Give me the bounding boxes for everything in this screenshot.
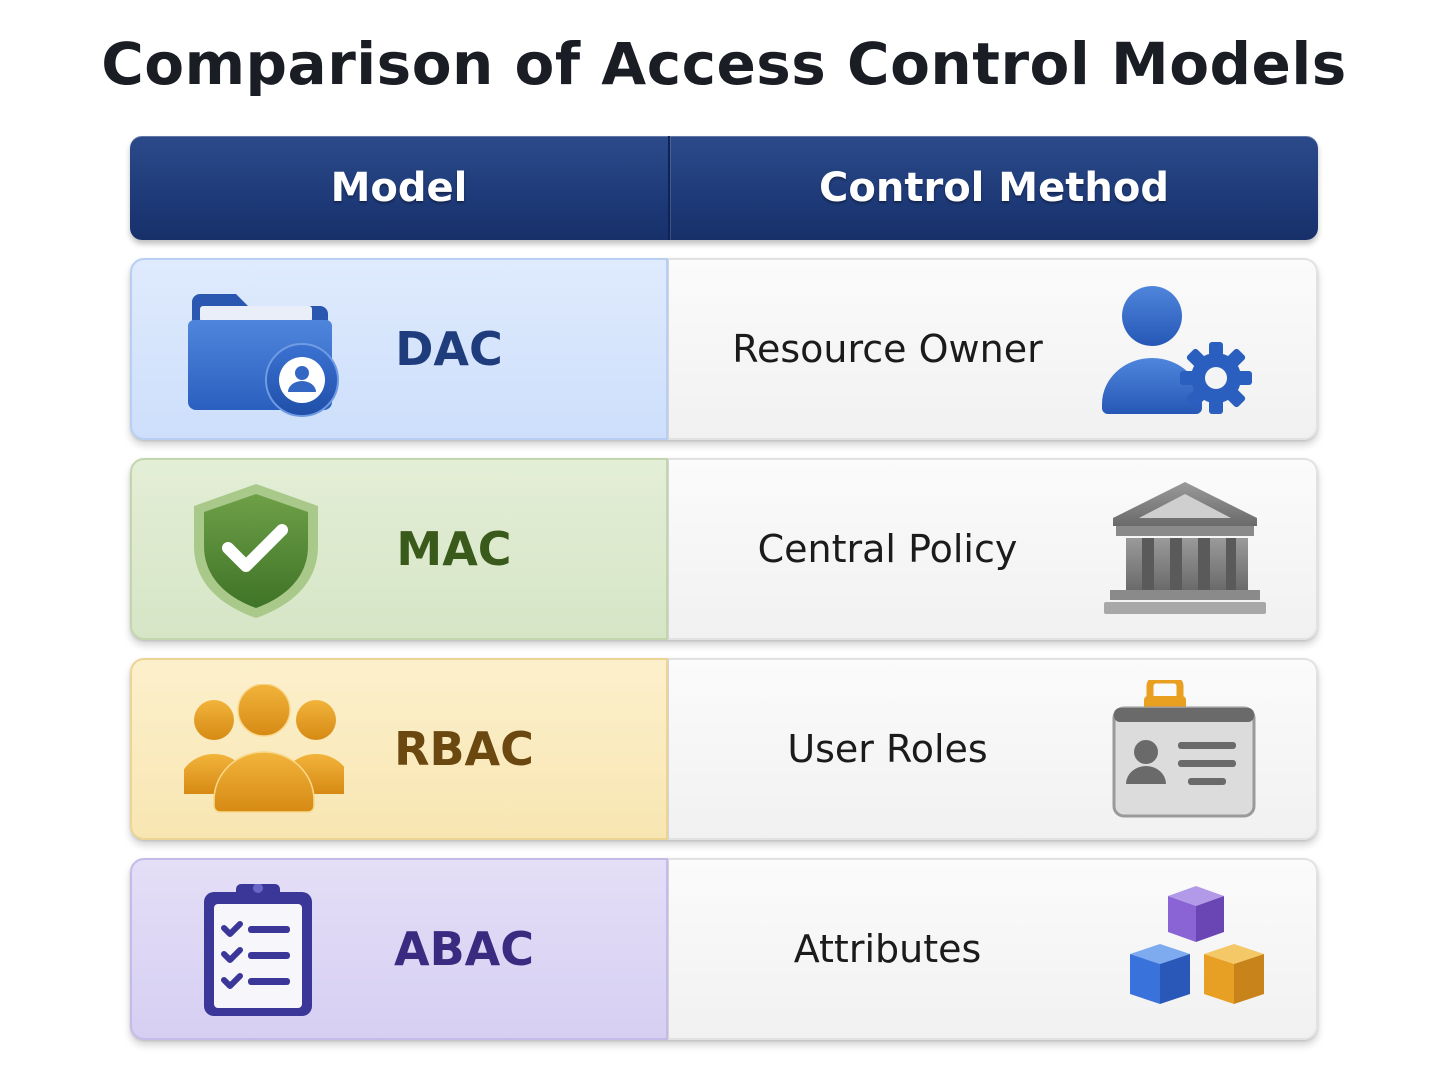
id-badge-icon <box>1100 680 1270 822</box>
method-name: Attributes <box>793 927 982 971</box>
folder-user-icon <box>184 284 344 418</box>
page-title: Comparison of Access Control Models <box>101 30 1347 98</box>
method-name: User Roles <box>787 727 988 771</box>
model-cell: ABAC <box>130 858 668 1040</box>
model-cell: MAC <box>130 458 668 640</box>
user-gear-icon <box>1100 280 1270 422</box>
model-name: RBAC <box>394 722 534 776</box>
method-cell: User Roles <box>668 658 1318 840</box>
shield-check-icon <box>184 484 344 618</box>
table-row: ABAC Attributes <box>130 858 1318 1040</box>
method-cell: Central Policy <box>668 458 1318 640</box>
model-cell: RBAC <box>130 658 668 840</box>
table-row: MAC Central Policy <box>130 458 1318 640</box>
method-cell: Resource Owner <box>668 258 1318 440</box>
method-name: Central Policy <box>757 527 1018 571</box>
user-group-icon <box>184 684 344 818</box>
header-divider <box>668 136 670 240</box>
comparison-table: Model Control Method <box>130 136 1318 1040</box>
government-building-icon <box>1100 480 1270 622</box>
table-header: Model Control Method <box>130 136 1318 240</box>
method-name: Resource Owner <box>732 327 1043 371</box>
model-name: MAC <box>396 522 512 576</box>
header-control-method: Control Method <box>819 165 1169 211</box>
cubes-icon <box>1100 880 1270 1022</box>
table-row: DAC Resource Owner <box>130 258 1318 440</box>
method-cell: Attributes <box>668 858 1318 1040</box>
model-cell: DAC <box>130 258 668 440</box>
checklist-clipboard-icon <box>184 884 344 1018</box>
header-model: Model <box>330 165 468 211</box>
table-row: RBAC User Roles <box>130 658 1318 840</box>
model-name: ABAC <box>393 922 535 976</box>
model-name: DAC <box>395 322 503 376</box>
